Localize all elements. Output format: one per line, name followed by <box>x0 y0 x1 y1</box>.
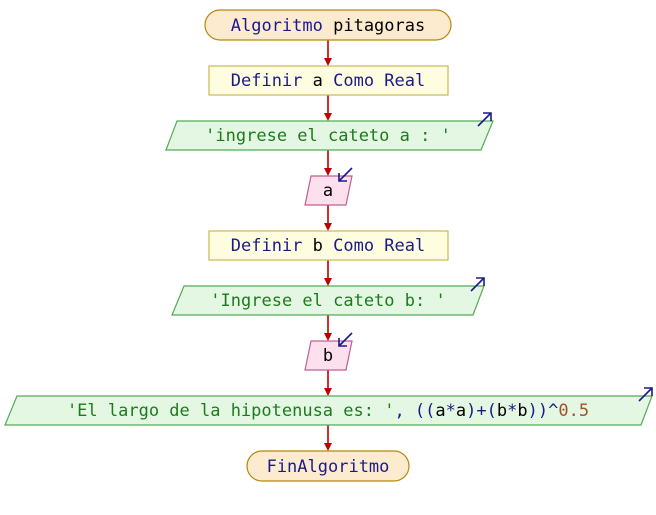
label-token-num: 0.5 <box>558 401 589 421</box>
label-token-op: * <box>507 401 517 421</box>
label-token-op: ))^ <box>528 401 559 421</box>
label-token-kw: Definir <box>231 236 303 256</box>
input-arrow-icon <box>338 167 353 182</box>
output-arrow-icon <box>470 277 485 292</box>
label-token-var: a <box>435 401 445 421</box>
label-token-op: , (( <box>394 401 435 421</box>
define-a-label: Definir a Como Real <box>231 71 426 91</box>
input-a-node: a <box>304 167 353 206</box>
output-result-node: 'El largo de la hipotenusa es: ', ((a*a)… <box>4 387 653 426</box>
define-b-node: Definir b Como Real <box>208 230 449 261</box>
input-arrow-icon <box>338 332 353 347</box>
output-a-node: 'ingrese el cateto a : ' <box>165 112 494 151</box>
label-token-var: b <box>302 236 333 256</box>
label-token-kw: Definir <box>231 71 303 91</box>
label-token-var: b <box>323 346 333 366</box>
input-b-node: b <box>304 332 353 371</box>
define-a-node: Definir a Como Real <box>208 65 449 96</box>
label-token-var: a <box>323 181 333 201</box>
label-token-var: b <box>497 401 507 421</box>
output-arrow-icon <box>638 387 653 402</box>
end-node: FinAlgoritmo <box>246 450 410 482</box>
label-token-str: 'Ingrese el cateto b: ' <box>210 291 445 311</box>
label-token-kw: Algoritmo <box>231 16 323 36</box>
label-token-op: * <box>446 401 456 421</box>
label-token-str: 'El largo de la hipotenusa es: ' <box>67 401 395 421</box>
label-token-var: pitagoras <box>323 16 425 36</box>
label-token-kw: Como Real <box>333 236 425 256</box>
input-a-label: a <box>323 181 333 201</box>
label-token-var: b <box>517 401 527 421</box>
end-label: FinAlgoritmo <box>267 457 390 477</box>
output-b-label: 'Ingrese el cateto b: ' <box>210 291 445 311</box>
start-label: Algoritmo pitagoras <box>231 16 425 36</box>
input-b-label: b <box>323 346 333 366</box>
start-node: Algoritmo pitagoras <box>204 9 452 41</box>
label-token-op: )+( <box>466 401 497 421</box>
label-token-str: 'ingrese el cateto a : ' <box>205 126 451 146</box>
label-token-kw: FinAlgoritmo <box>267 457 390 477</box>
output-result-label: 'El largo de la hipotenusa es: ', ((a*a)… <box>67 401 589 421</box>
label-token-var: a <box>456 401 466 421</box>
label-token-var: a <box>302 71 333 91</box>
output-b-node: 'Ingrese el cateto b: ' <box>171 277 485 316</box>
define-b-label: Definir b Como Real <box>231 236 426 256</box>
label-token-kw: Como Real <box>333 71 425 91</box>
output-arrow-icon <box>477 112 492 127</box>
output-a-label: 'ingrese el cateto a : ' <box>205 126 451 146</box>
